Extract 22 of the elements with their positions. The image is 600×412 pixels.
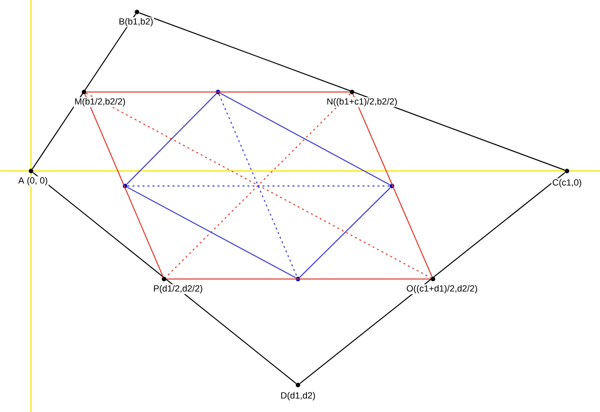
line-segment bbox=[220, 92, 390, 186]
line-segment bbox=[352, 94, 433, 278]
line-segment bbox=[32, 172, 297, 384]
line-segment bbox=[299, 172, 566, 384]
line-segment bbox=[126, 186, 296, 278]
line-segment bbox=[32, 14, 136, 170]
line-segment bbox=[218, 94, 298, 278]
line-segment bbox=[138, 12, 566, 171]
point-label: C(c1,0) bbox=[551, 178, 583, 188]
point-label: N((b1+c1)/2,b2/2) bbox=[326, 97, 398, 108]
point-label: D(d1,d2) bbox=[280, 391, 316, 402]
point-label: P(d1/2,d2/2) bbox=[152, 284, 204, 294]
point-label: A (0, 0) bbox=[17, 176, 49, 186]
point-label: O((c1+d1)/2,d2/2) bbox=[406, 284, 478, 294]
line-segment bbox=[166, 278, 432, 280]
line-segment bbox=[299, 187, 391, 278]
point-label: B(b1,b2) bbox=[118, 17, 154, 28]
point-label: M(b1/2,b2/2) bbox=[74, 97, 126, 108]
line-segment bbox=[126, 93, 217, 185]
line-segment bbox=[165, 93, 351, 278]
line-segment bbox=[86, 92, 432, 278]
line-segment bbox=[84, 94, 164, 278]
